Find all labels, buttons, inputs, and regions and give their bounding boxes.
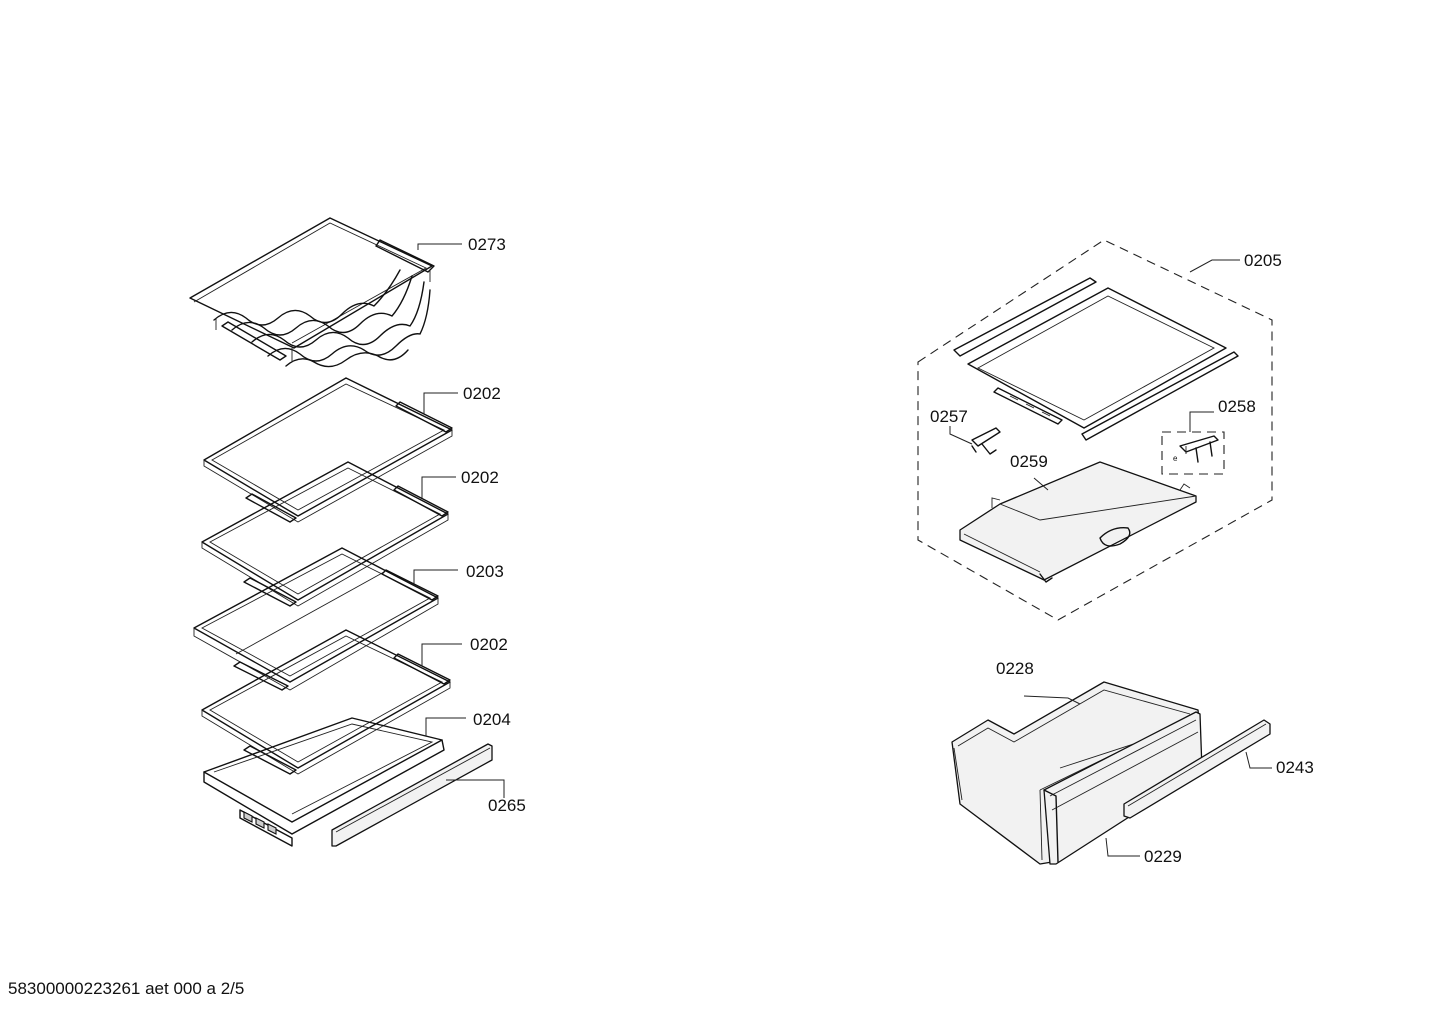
pin-part bbox=[1161, 411, 1225, 475]
clip-part bbox=[949, 426, 1001, 455]
glass-shelf-part-2 bbox=[201, 461, 456, 607]
callout-0229: 0229 bbox=[1144, 847, 1182, 866]
callout-0259: 0259 bbox=[1010, 452, 1048, 471]
shelf-frame-part bbox=[203, 717, 466, 847]
callout-0265: 0265 bbox=[488, 796, 526, 815]
callout-0258: 0258 bbox=[1218, 397, 1256, 416]
callout-0204: 0204 bbox=[473, 710, 511, 729]
callout-0205: 0205 bbox=[1244, 251, 1282, 270]
callout-0243: 0243 bbox=[1276, 758, 1314, 777]
trim-strip-part bbox=[331, 743, 505, 847]
wine-rack-part bbox=[189, 217, 462, 368]
callout-0257: 0257 bbox=[930, 407, 968, 426]
callout-0202-top: 0202 bbox=[463, 384, 501, 403]
callout-0273: 0273 bbox=[468, 235, 506, 254]
cover-part bbox=[959, 461, 1197, 583]
callout-0228: 0228 bbox=[996, 659, 1034, 678]
rail-part bbox=[1123, 719, 1272, 819]
callout-0202-bottom: 0202 bbox=[470, 635, 508, 654]
chiller-frame-part bbox=[953, 277, 1239, 441]
leader-0205 bbox=[1189, 259, 1240, 273]
glass-shelf-part-half bbox=[193, 547, 458, 691]
pin-marker: e bbox=[1173, 454, 1178, 463]
assembly-outline-0205 bbox=[917, 239, 1273, 621]
callout-0203: 0203 bbox=[466, 562, 504, 581]
drawing-reference-code: 58300000223261 aet 000 a 2/5 bbox=[8, 979, 245, 998]
callout-0202-middle: 0202 bbox=[461, 468, 499, 487]
glass-shelf-part-1 bbox=[203, 377, 458, 523]
